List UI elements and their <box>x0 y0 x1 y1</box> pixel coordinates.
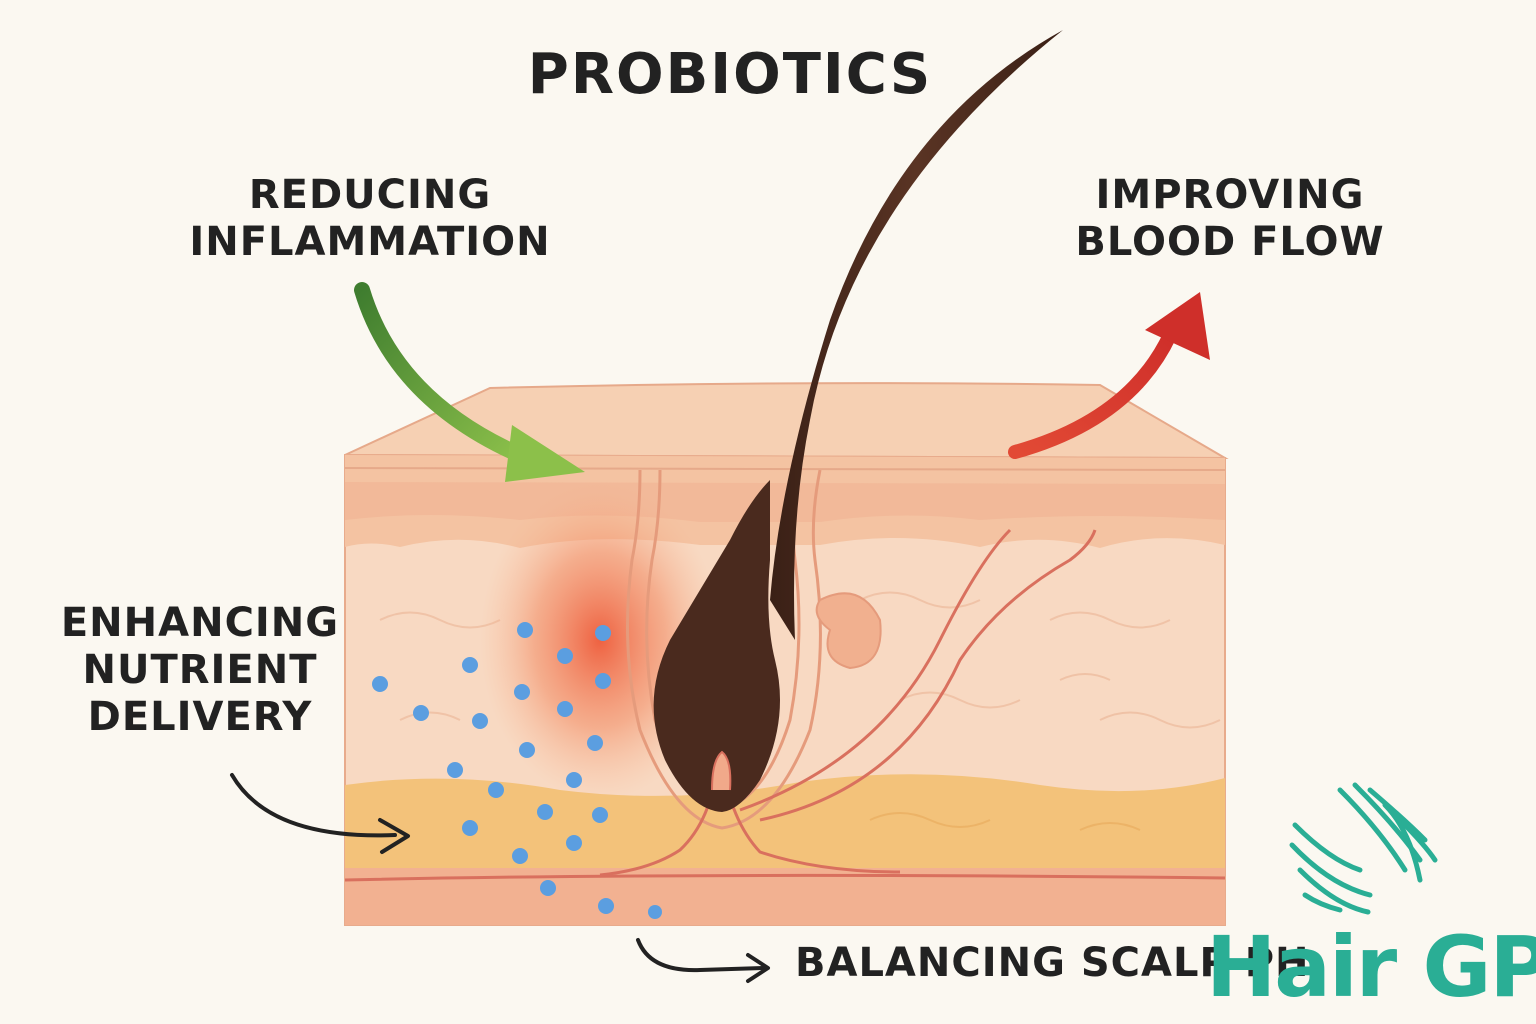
balancing-scalp-ph-label: BALANCING SCALP PH <box>795 940 1310 986</box>
label-line: INFLAMMATION <box>189 219 551 266</box>
scalp-ph-arrow <box>636 938 770 983</box>
follicle-sheath-outer <box>626 469 822 830</box>
reducing-inflammation-label: REDUCING INFLAMMATION <box>150 172 590 266</box>
label-line: ENHANCING <box>60 600 340 646</box>
diagram-title: PROBIOTICS <box>527 42 933 107</box>
label-line: REDUCING <box>248 172 492 218</box>
blood-flow-arrow <box>1008 292 1210 459</box>
hair-gp-logo-icon <box>1289 782 1438 915</box>
lower-tissue-band <box>345 868 1225 925</box>
sebaceous-gland <box>815 592 882 670</box>
label-line: BLOOD FLOW <box>1075 219 1385 266</box>
fat-texture <box>869 812 1141 831</box>
hair-papilla <box>711 750 732 791</box>
epidermis-surface-line <box>344 467 1226 471</box>
lower-vessel-line <box>344 873 1226 882</box>
fat-layer <box>345 774 1225 868</box>
enhancing-nutrient-delivery-label: ENHANCING NUTRIENT DELIVERY <box>30 600 370 742</box>
label-line: DELIVERY <box>87 694 313 741</box>
skin-top-surface <box>344 382 1229 460</box>
label-line: IMPROVING <box>1095 172 1365 218</box>
hair-gp-logo: Hair GP® <box>1206 925 1536 1009</box>
inflammation-arrow <box>354 282 585 482</box>
improving-blood-flow-label: IMPROVING BLOOD FLOW <box>1040 172 1420 266</box>
hair-bulb <box>653 480 780 812</box>
brand-name: Hair GP <box>1206 918 1536 1016</box>
dermis-texture <box>379 591 1221 729</box>
nutrient-arrow <box>230 773 410 854</box>
hair-shaft <box>770 30 1063 640</box>
nutrient-dots <box>372 622 662 919</box>
label-line: NUTRIENT <box>82 647 318 694</box>
